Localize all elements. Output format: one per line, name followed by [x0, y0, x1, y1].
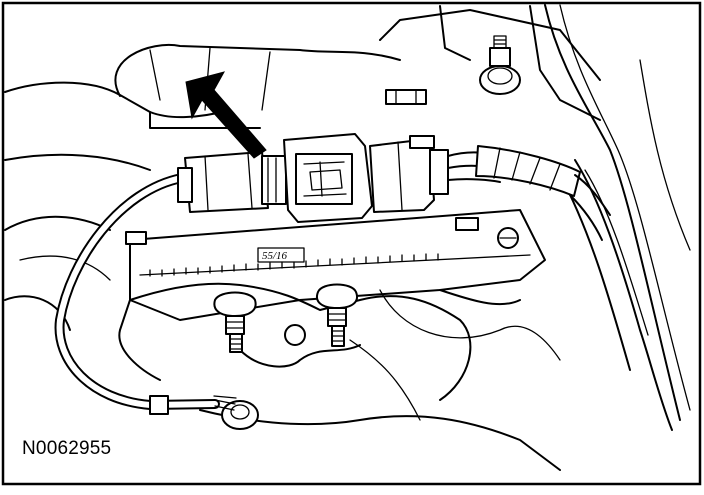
mounting-stud-left [213, 291, 257, 353]
figure-reference-number: N0062955 [20, 438, 114, 460]
stud-bolt [479, 35, 521, 95]
callout-arrow [185, 71, 267, 159]
lower-casting [118, 282, 561, 471]
sensor-cable-left [54, 173, 237, 415]
mounting-stud-right [316, 283, 358, 347]
electrical-connector [177, 89, 611, 241]
part-number-stamp: 55/16 [257, 247, 305, 263]
engine-background [4, 5, 601, 331]
part-mark: 55/16 [262, 250, 288, 262]
